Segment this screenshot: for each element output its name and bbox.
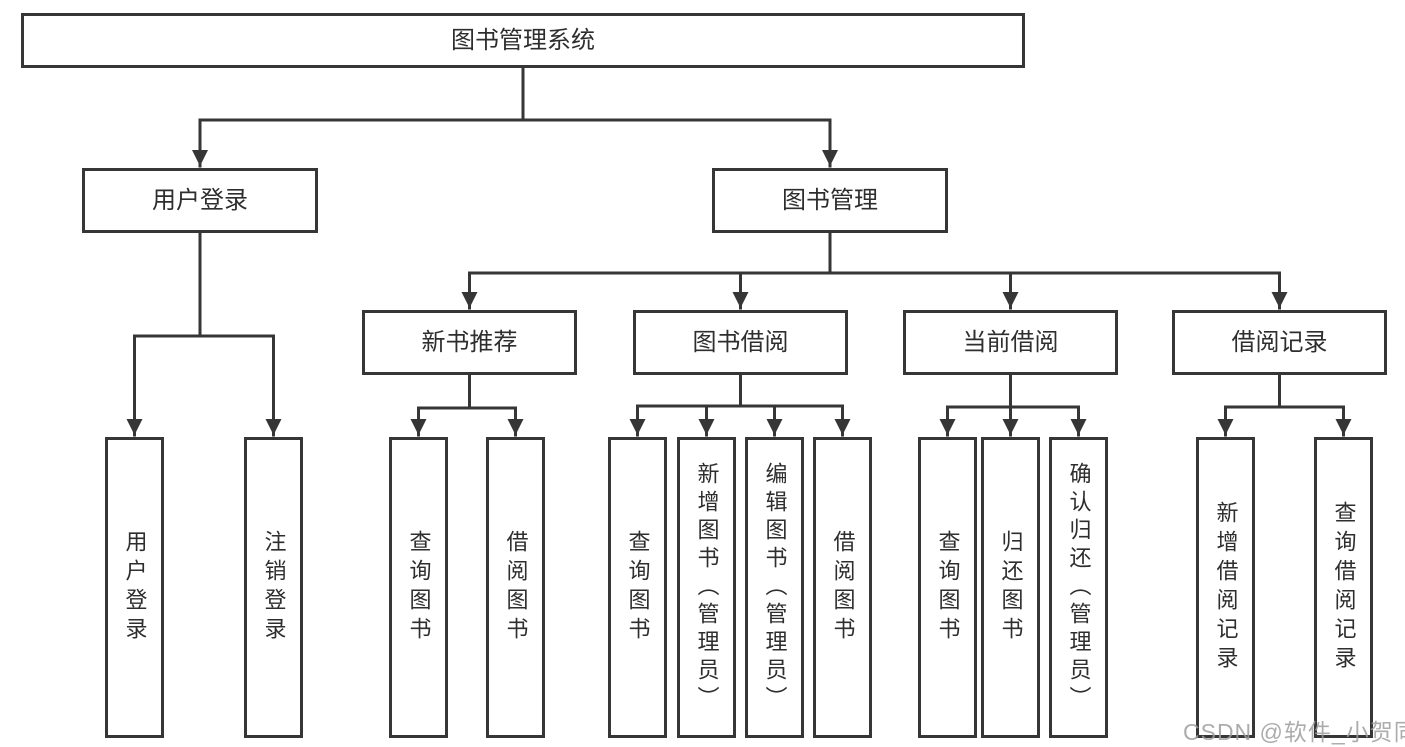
node-root-library-system: 图书管理系统 (21, 13, 1025, 68)
leaf-newbook-query-books: 查询图书 (389, 437, 448, 738)
leaf-borrow-add-books-admin: 新增图书（管理员） (677, 437, 736, 738)
node-borrow-record: 借阅记录 (1172, 310, 1387, 375)
leaf-borrow-query-books: 查询图书 (608, 437, 667, 738)
leaf-borrow-borrow-books: 借阅图书 (813, 437, 872, 738)
leaf-current-confirm-return-admin: 确认归还（管理员） (1049, 437, 1108, 738)
node-current-borrow: 当前借阅 (903, 310, 1118, 375)
csdn-watermark: CSDN @软件_小贺同学 (1183, 719, 1405, 745)
leaf-user-login: 用户登录 (105, 437, 164, 738)
leaf-logout: 注销登录 (244, 437, 303, 738)
leaf-borrow-edit-books-admin: 编辑图书（管理员） (745, 437, 804, 738)
node-new-book-recommend: 新书推荐 (362, 310, 577, 375)
leaf-record-add-borrow-record: 新增借阅记录 (1196, 437, 1255, 738)
leaf-current-query-books: 查询图书 (918, 437, 977, 738)
node-book-borrow: 图书借阅 (633, 310, 848, 375)
leaf-current-return-books: 归还图书 (981, 437, 1040, 738)
node-book-management: 图书管理 (712, 168, 948, 233)
node-user-login: 用户登录 (82, 168, 318, 233)
leaf-record-query-borrow-record: 查询借阅记录 (1314, 437, 1373, 738)
leaf-newbook-borrow-books: 借阅图书 (486, 437, 545, 738)
